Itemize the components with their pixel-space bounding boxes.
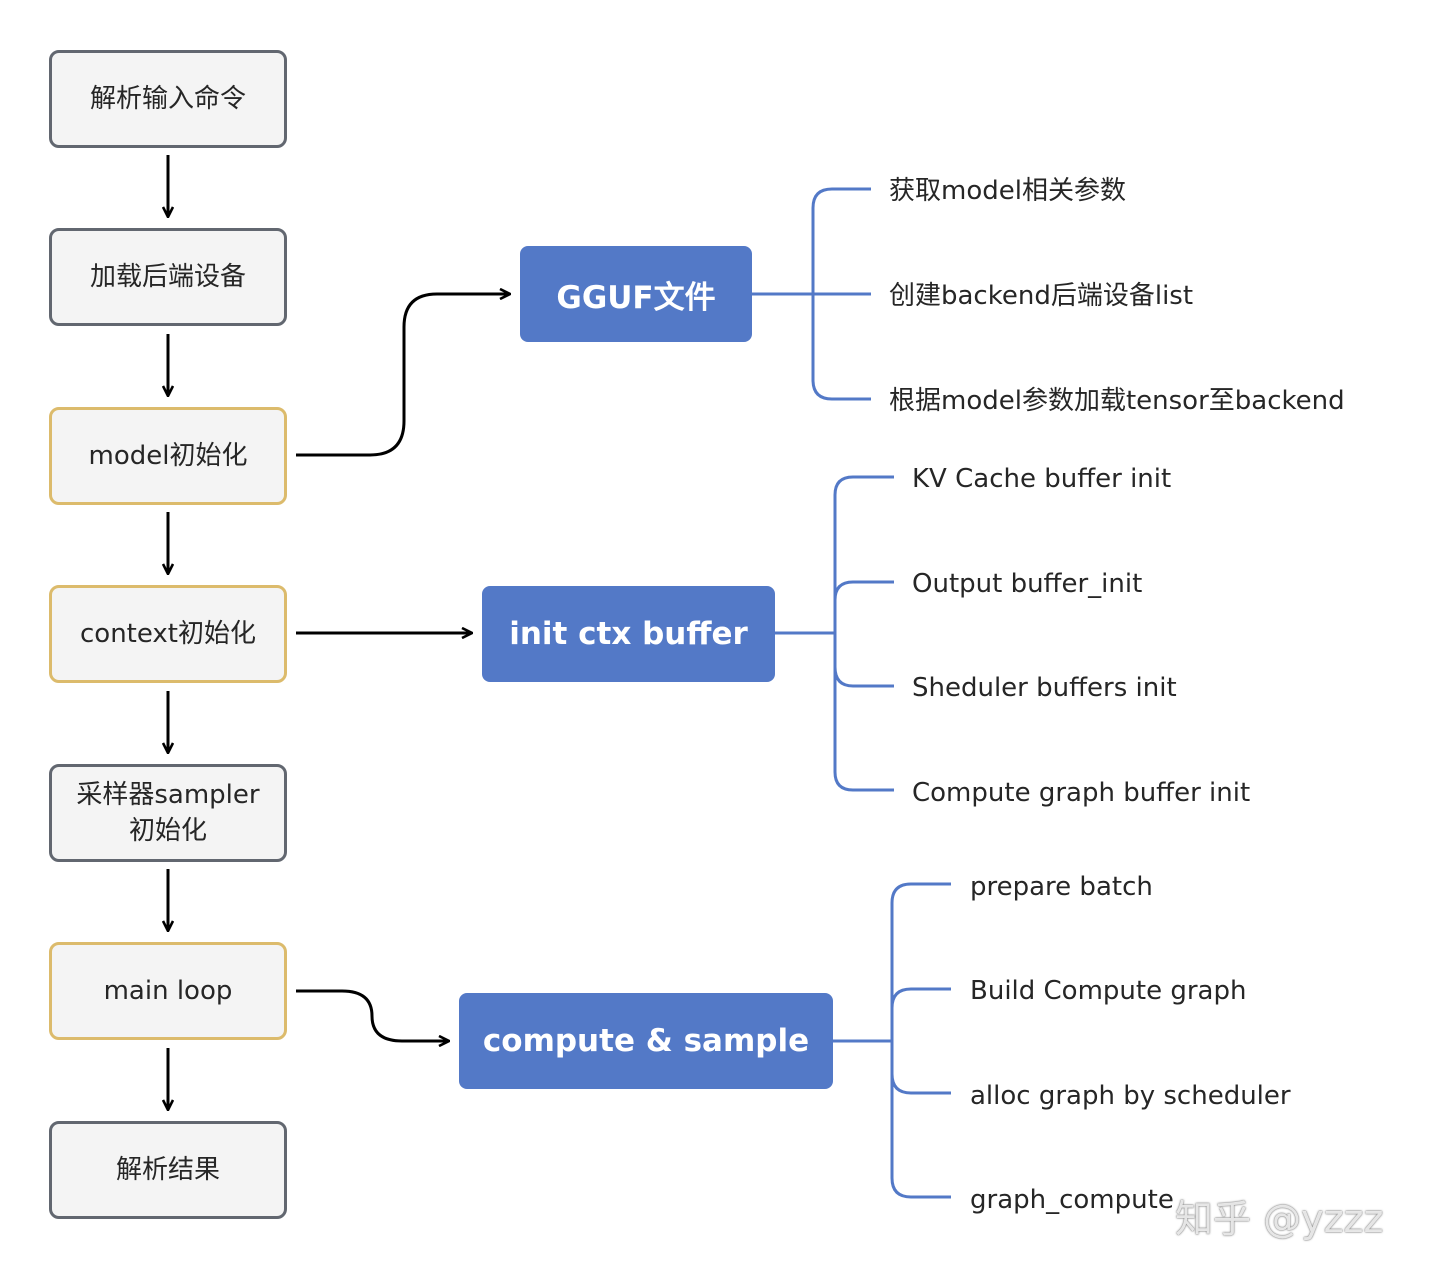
step-main-loop: main loop: [49, 942, 287, 1040]
leaf-get-model-params: 获取model相关参数: [889, 176, 1126, 206]
leaf-graph-compute: graph_compute: [970, 1185, 1174, 1215]
connector-mainloop-compute: [296, 989, 449, 1041]
leaf-prepare-batch: prepare batch: [970, 872, 1153, 902]
step-model-init: model初始化: [49, 407, 287, 505]
hub-connectors: [296, 294, 510, 1041]
step-context-init: context初始化: [49, 585, 287, 683]
leaf-create-backend-list: 创建backend后端设备list: [889, 281, 1194, 311]
watermark: 知乎 @yzzz: [1175, 1197, 1384, 1241]
step-parse-result: 解析结果: [49, 1121, 287, 1219]
leaf-kv-cache-init: KV Cache buffer init: [912, 464, 1172, 494]
step-load-backend: 加载后端设备: [49, 228, 287, 326]
leaf-load-tensor: 根据model参数加载tensor至backend: [889, 386, 1345, 416]
connector-model-gguf: [296, 294, 510, 457]
hub-init-ctx-buffer: init ctx buffer: [482, 586, 775, 682]
leaf-alloc-graph: alloc graph by scheduler: [970, 1081, 1291, 1111]
leaf-build-compute-graph: Build Compute graph: [970, 976, 1247, 1006]
bracket-compute: [833, 882, 951, 1199]
step-sampler-init: 采样器sampler 初始化: [49, 764, 287, 862]
leaf-output-buffer-init: Output buffer_init: [912, 569, 1143, 599]
leaf-compute-graph-buffer: Compute graph buffer init: [912, 778, 1251, 808]
bracket-ctx-buffer: [775, 475, 894, 792]
hub-compute-sample: compute & sample: [459, 993, 833, 1089]
step-parse-input: 解析输入命令: [49, 50, 287, 148]
hub-gguf-file: GGUF文件: [520, 246, 752, 342]
bracket-trees: [752, 187, 951, 1199]
bracket-gguf: [752, 187, 871, 401]
leaf-scheduler-buffers: Sheduler buffers init: [912, 673, 1177, 703]
